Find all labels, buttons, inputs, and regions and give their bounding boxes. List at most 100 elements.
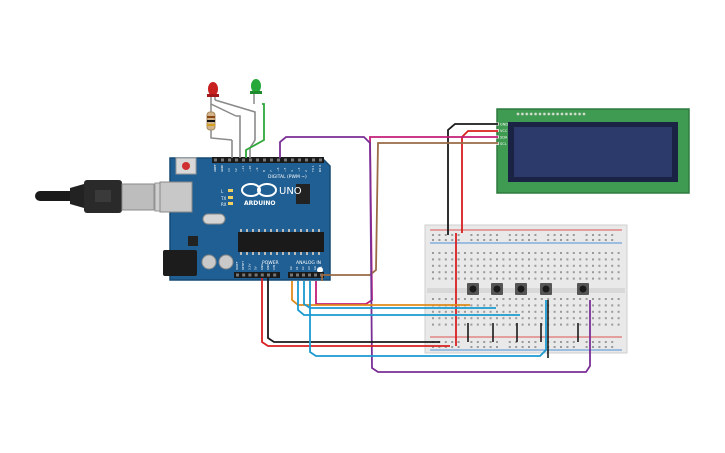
bb-hole: [534, 304, 537, 307]
bb-hole: [515, 258, 518, 261]
bb-hole: [483, 234, 486, 236]
bb-hole: [515, 271, 518, 274]
lcd-pin-label: SDA: [500, 136, 508, 140]
bb-hole: [508, 317, 511, 320]
bb-hole: [540, 298, 543, 300]
chip-pin: [270, 229, 272, 232]
header-pin: [221, 158, 224, 162]
bb-hole: [585, 234, 588, 236]
lcd-pin: [564, 112, 569, 116]
bb-hole: [432, 252, 434, 254]
bb-hole: [515, 310, 518, 313]
bb-hole: [528, 317, 530, 320]
bb-hole: [521, 346, 524, 348]
bb-hole: [534, 298, 537, 300]
breadboard[interactable]: [424, 224, 628, 354]
bb-hole: [451, 264, 454, 267]
bb-hole: [540, 264, 543, 267]
lcd-pin: [547, 112, 551, 116]
pin-label: ~10: [248, 166, 252, 172]
bb-hole: [444, 298, 447, 300]
bb-hole: [560, 239, 562, 241]
bb-hole: [572, 264, 575, 267]
wire-green-led: [245, 103, 265, 158]
resistor[interactable]: [206, 104, 233, 141]
bb-hole: [496, 271, 498, 274]
capacitor: [201, 254, 217, 270]
bb-hole: [547, 298, 550, 300]
bb-hole: [464, 298, 466, 300]
lcd-pin: [538, 112, 542, 116]
bb-hole: [585, 298, 588, 300]
chip-pin: [246, 252, 248, 255]
bb-hole: [585, 323, 588, 326]
push-buttons[interactable]: [467, 283, 589, 295]
push-button-cap: [493, 285, 501, 293]
bb-hole: [496, 304, 498, 307]
bb-hole: [566, 304, 569, 307]
bb-hole: [611, 317, 614, 320]
chip-pin: [288, 252, 290, 255]
bb-hole: [572, 234, 575, 236]
bb-hole: [444, 341, 447, 343]
bb-hole: [598, 252, 601, 254]
lcd-pin-label: SCL: [500, 142, 507, 146]
lcd-pin: [520, 112, 525, 116]
bb-hole: [611, 234, 614, 236]
bb-hole: [457, 277, 460, 280]
bb-hole: [457, 310, 460, 313]
bb-hole: [515, 264, 518, 267]
bb-hole: [611, 264, 614, 267]
bb-hole: [464, 264, 466, 267]
bb-hole: [592, 341, 594, 343]
bb-hole: [540, 271, 543, 274]
bb-hole: [553, 258, 556, 261]
bb-hole: [508, 346, 511, 348]
chip-pin: [300, 252, 302, 255]
bb-hole: [585, 252, 588, 254]
bb-hole: [438, 239, 441, 241]
bb-hole: [496, 239, 498, 241]
lcd-top-pins: [516, 112, 586, 116]
rx-label: RX: [221, 202, 227, 207]
bb-hole: [585, 277, 588, 280]
chip-pin: [264, 252, 266, 255]
bb-hole: [496, 234, 498, 236]
bb-hole: [476, 310, 479, 313]
bb-hole: [604, 277, 607, 280]
bb-hole: [560, 346, 562, 348]
pin-label: 13: [227, 168, 231, 172]
bb-hole: [579, 317, 582, 320]
bb-hole: [585, 271, 588, 274]
bb-hole: [438, 258, 441, 261]
bb-hole: [560, 277, 562, 280]
bb-hole: [457, 346, 460, 348]
lcd-pin: [569, 112, 573, 116]
rx-led: [228, 202, 233, 205]
bb-hole: [617, 264, 620, 267]
bb-hole: [438, 310, 441, 313]
bb-hole: [502, 252, 505, 254]
green-led[interactable]: [250, 79, 262, 104]
bb-hole: [547, 239, 550, 241]
bb-hole: [457, 271, 460, 274]
bb-hole: [508, 341, 511, 343]
bb-hole: [617, 258, 620, 261]
bb-hole: [444, 239, 447, 241]
power-jack: [163, 250, 197, 276]
bb-hole: [444, 234, 447, 236]
bb-hole: [604, 271, 607, 274]
bb-hole: [464, 258, 466, 261]
bb-hole: [432, 234, 434, 236]
lcd-pin-label: VCC: [500, 129, 508, 133]
bb-hole: [496, 310, 498, 313]
bb-hole: [528, 298, 530, 300]
reset-button-cap[interactable]: [182, 162, 190, 170]
wire-red-led-anode: [236, 115, 241, 158]
bb-hole: [432, 298, 434, 300]
header-pin: [214, 158, 217, 162]
bb-hole: [540, 310, 543, 313]
